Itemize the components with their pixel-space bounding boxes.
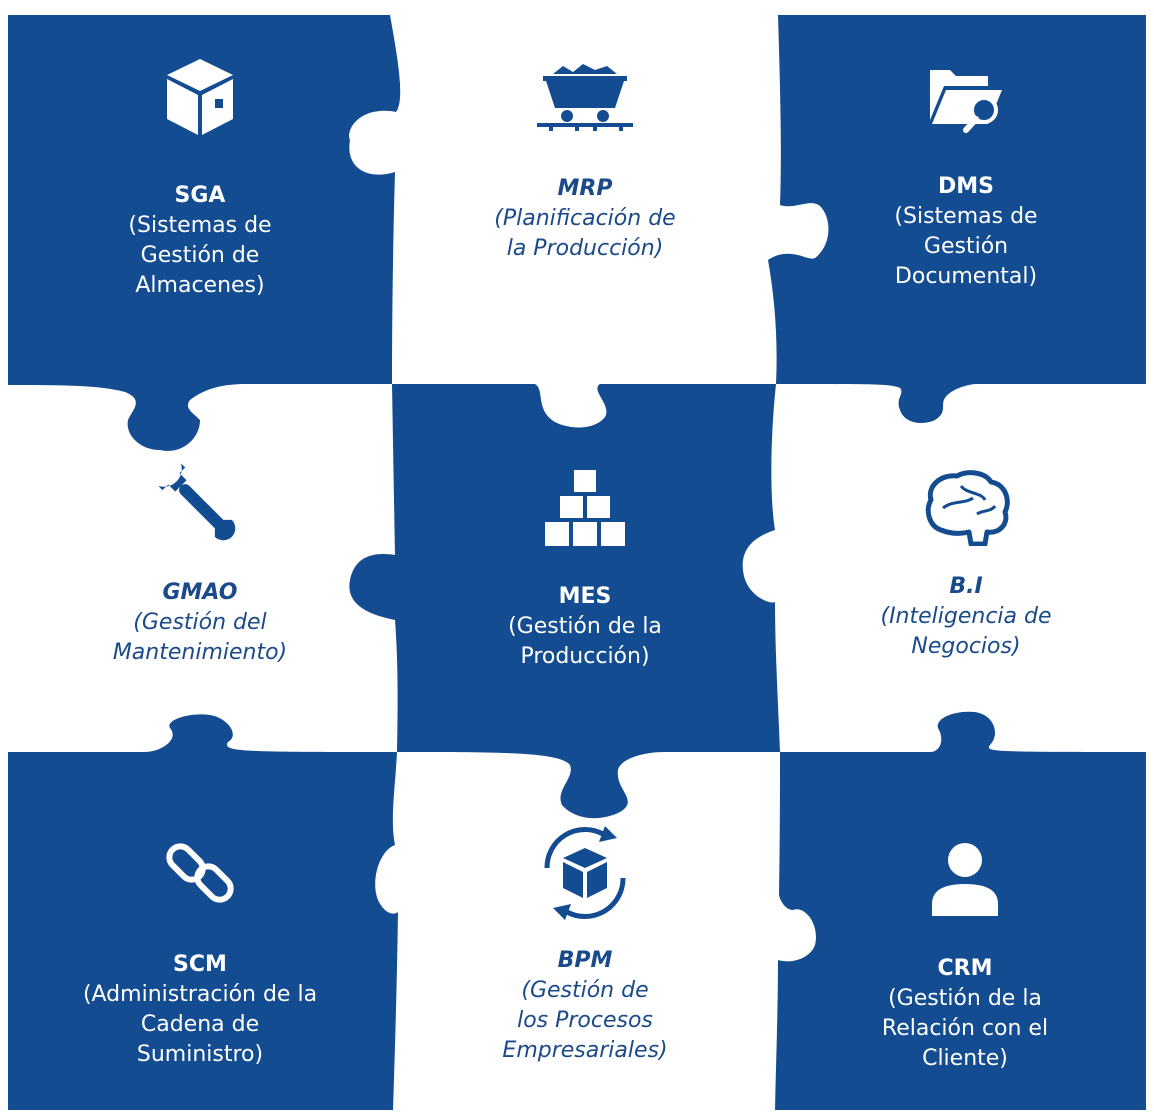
description: (Gestión de los Procesos Empresariales): [502, 978, 668, 1063]
title: GMAO: [162, 580, 238, 605]
piece-bpm-content: BPM (Gestión de los Procesos Empresarial…: [392, 818, 778, 1066]
wrench-icon: [158, 463, 236, 541]
mine-cart-icon: [537, 64, 633, 131]
piece-dms-content: DMS (Sistemas de Gestión Documental): [778, 62, 1154, 292]
user-icon: [932, 843, 998, 916]
folder-search-icon: [930, 70, 1002, 133]
piece-crm-content: CRM (Gestión de la Relación con el Clien…: [776, 842, 1154, 1074]
title: SGA: [174, 183, 226, 208]
brain-icon: [925, 470, 1010, 546]
description: (Sistemas de Gestión Documental): [894, 204, 1038, 289]
piece-dms: [768, 15, 1146, 423]
piece-bi-content: B.I (Inteligencia de Negocios): [778, 470, 1154, 662]
stacked-boxes-icon: [545, 470, 625, 546]
description: (Sistemas de Gestión de Almacenes): [128, 213, 272, 298]
description: (Gestión del Mantenimiento): [112, 610, 288, 665]
title: SCM: [173, 952, 227, 977]
piece-mrp-content: MRP (Planificación de la Producción): [392, 60, 778, 264]
description: (Administración de la Cadena de Suminist…: [82, 982, 318, 1067]
description: (Inteligencia de Negocios): [880, 604, 1052, 659]
title: MES: [558, 584, 612, 609]
box-cycle-icon: [544, 826, 626, 920]
piece-scm: [8, 714, 398, 1110]
piece-scm-content: SCM (Administración de la Cadena de Sumi…: [8, 838, 392, 1070]
description: (Gestión de la Producción): [508, 614, 662, 669]
piece-gmao-content: GMAO (Gestión del Mantenimiento): [8, 460, 392, 668]
title: BPM: [557, 948, 613, 973]
description: (Planificación de la Producción): [494, 206, 676, 261]
description: (Gestión de la Relación con el Cliente): [881, 986, 1049, 1071]
title: MRP: [557, 176, 613, 201]
title: CRM: [937, 956, 993, 981]
piece-sga: [8, 15, 401, 451]
title: B.I: [949, 574, 983, 599]
piece-sga-content: SGA (Sistemas de Gestión de Almacenes): [8, 55, 392, 301]
title: DMS: [938, 174, 994, 199]
piece-mes: [349, 384, 780, 819]
box-icon: [167, 59, 233, 135]
piece-mes-content: MES (Gestión de la Producción): [392, 470, 778, 672]
chain-link-icon: [166, 843, 234, 903]
